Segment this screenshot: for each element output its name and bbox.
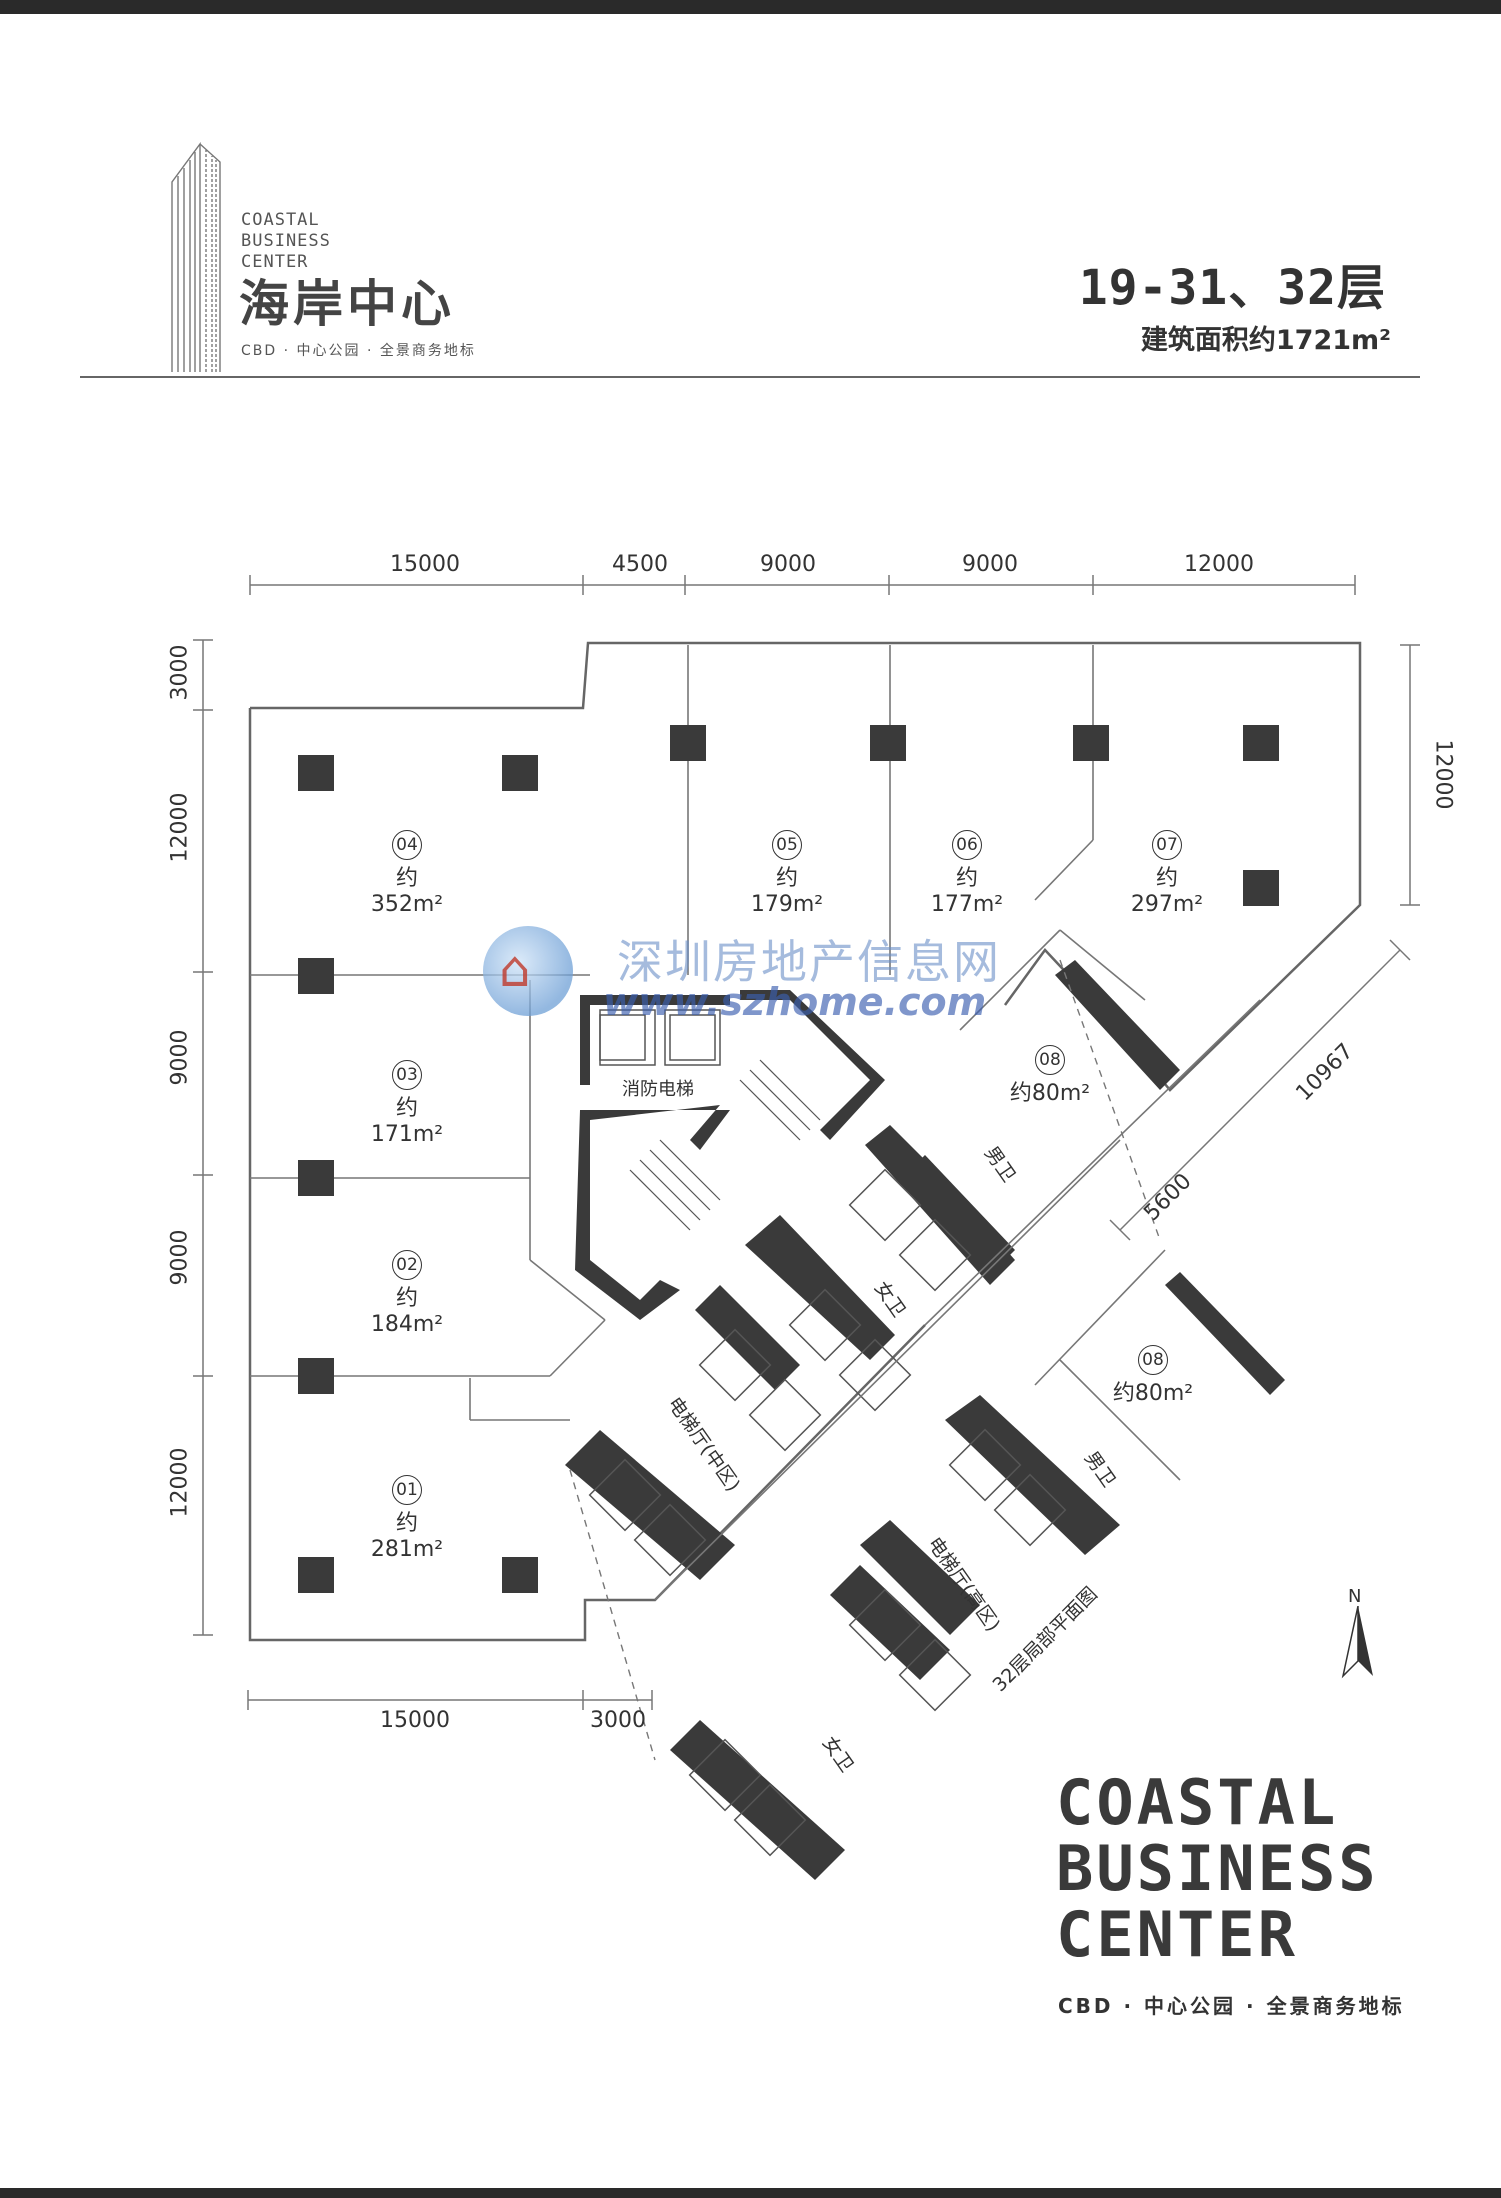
unit-02: 02 约184m²: [362, 1250, 452, 1337]
elevator-cars: [588, 1009, 1067, 1857]
core-walls: [565, 960, 1285, 1880]
corridor-lines: [654, 999, 1261, 1601]
floor-title: 19-31、32层: [1078, 260, 1386, 316]
dim-top-3: 9000: [760, 552, 816, 577]
dim-top-5: 12000: [1184, 552, 1254, 577]
scan-edge-bottom: [0, 2188, 1501, 2198]
dim-left-5: 12000: [167, 1447, 193, 1518]
north-arrow: N: [1338, 1586, 1378, 1681]
brand-line-1: COASTAL: [1056, 1766, 1339, 1839]
north-arrow-icon: [1341, 1606, 1373, 1679]
scan-edge-top: [0, 0, 1501, 14]
structural-columns: [298, 725, 1279, 1593]
dim-top-4: 9000: [962, 552, 1018, 577]
unit-number: 03: [392, 1060, 422, 1090]
brand-tagline: CBD · 中心公园 · 全景商务地标: [1058, 1994, 1405, 2018]
unit-number: 07: [1152, 830, 1182, 860]
dim-right: 12000: [1430, 739, 1456, 810]
header-logo: COASTAL BUSINESS CENTER 海岸中心 CBD · 中心公园 …: [165, 140, 505, 380]
logo-en-line-3: CENTER: [241, 252, 309, 272]
brand-line-2: BUSINESS: [1056, 1832, 1379, 1905]
floor-area: 建筑面积约1721m²: [1140, 325, 1391, 356]
brand-line-3: CENTER: [1056, 1898, 1298, 1971]
unit-number: 02: [392, 1250, 422, 1280]
watermark: ⌂ 深圳房地产信息网 www.szhome.com: [475, 918, 1025, 1028]
logo-chinese: 海岸中心: [239, 275, 455, 333]
unit-07: 07 约297m²: [1122, 830, 1212, 917]
unit-number: 06: [952, 830, 982, 860]
logo-en-line-1: COASTAL: [241, 210, 320, 230]
dimension-lines: [193, 575, 1420, 1710]
unit-01: 01 约281m²: [362, 1475, 452, 1562]
dim-top-2: 4500: [612, 552, 668, 577]
house-icon: ⌂: [499, 940, 531, 998]
unit-area: 约177m²: [930, 866, 1004, 917]
dim-bottom-1: 15000: [380, 1708, 450, 1733]
stairs: [629, 1059, 821, 1231]
unit-area: 约80m²: [1112, 1381, 1194, 1406]
watermark-url: www.szhome.com: [603, 980, 987, 1024]
north-label: N: [1348, 1586, 1362, 1607]
unit-area: 约297m²: [1130, 866, 1204, 917]
dim-left-1: 3000: [167, 644, 193, 701]
unit-03: 03 约171m²: [362, 1060, 452, 1147]
unit-number: 08: [1138, 1345, 1168, 1375]
unit-08-mid: 08 约80m²: [1005, 1045, 1095, 1107]
logo-tagline: CBD · 中心公园 · 全景商务地标: [241, 343, 476, 359]
unit-area: 约80m²: [1009, 1081, 1091, 1106]
unit-number: 05: [772, 830, 802, 860]
unit-number: 08: [1035, 1045, 1065, 1075]
unit-number: 04: [392, 830, 422, 860]
fire-elevator-label: 消防电梯: [622, 1079, 694, 1100]
unit-05: 05 约179m²: [742, 830, 832, 917]
dim-top-1: 15000: [390, 552, 460, 577]
dashed-guides: [569, 959, 1161, 1761]
logo-en-line-2: BUSINESS: [241, 231, 331, 251]
header-divider: [80, 376, 1420, 378]
watermark-logo-icon: [483, 926, 573, 1016]
watermark-cn: 深圳房地产信息网: [617, 935, 1001, 989]
unit-area: 约171m²: [370, 1096, 444, 1147]
dim-left-3: 9000: [167, 1029, 193, 1086]
unit-number: 01: [392, 1475, 422, 1505]
dim-left-2: 12000: [167, 792, 193, 863]
unit-area: 约352m²: [370, 866, 444, 917]
dim-bottom-2: 3000: [590, 1708, 646, 1733]
unit-08-high: 08 约80m²: [1108, 1345, 1198, 1407]
unit-06: 06 约177m²: [922, 830, 1012, 917]
unit-04: 04 约352m²: [362, 830, 452, 917]
dim-left-4: 9000: [167, 1229, 193, 1286]
logo-english: COASTAL BUSINESS CENTER: [241, 210, 331, 273]
unit-area: 约179m²: [750, 866, 824, 917]
brand-english: COASTAL BUSINESS CENTER: [1056, 1770, 1379, 1968]
tower-logo-icon: [171, 142, 221, 372]
unit-area: 约281m²: [370, 1511, 444, 1562]
unit-area: 约184m²: [370, 1286, 444, 1337]
